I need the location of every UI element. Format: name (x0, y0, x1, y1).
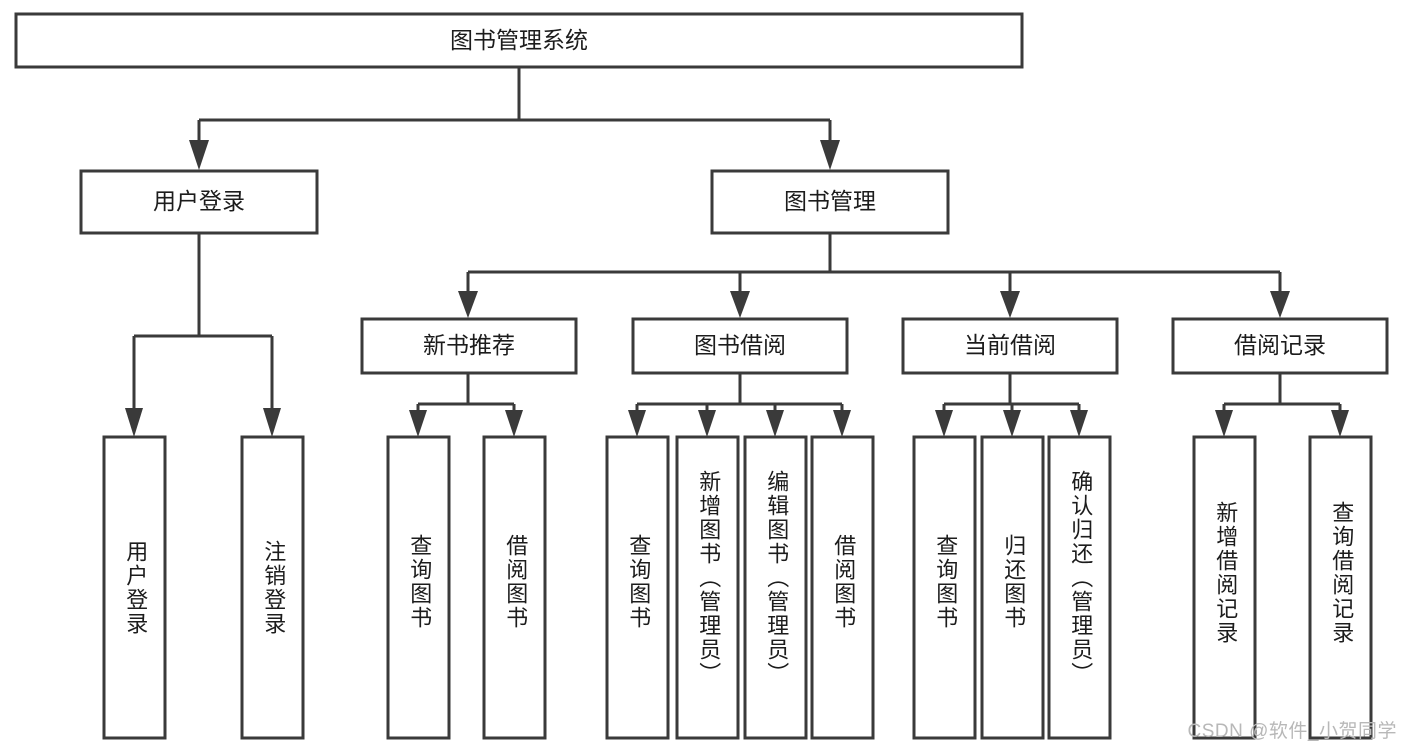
node-leaf-user-login-1-box[interactable] (102, 435, 167, 740)
node-leaf-borrow-record-1-box[interactable] (1192, 435, 1257, 740)
node-leaf-current-borrow-3-box[interactable] (1047, 435, 1112, 740)
arrow-head-borrow-record (1270, 291, 1290, 318)
node-leaf-book-borrow-4[interactable]: 借阅图书 (810, 435, 875, 740)
arrow-head-new-book-leaf-1 (409, 410, 427, 437)
node-book-manage[interactable]: 图书管理 (710, 169, 950, 235)
node-user-login[interactable]: 用户登录 (79, 169, 319, 235)
node-leaf-current-borrow-3-label: 确认归还（管理员） (1068, 470, 1093, 686)
node-new-book-recommend-box[interactable] (360, 317, 578, 375)
arrow-head-book-borrow-leaf-4 (833, 410, 851, 437)
node-leaf-user-login-1[interactable]: 用户登录 (102, 435, 167, 740)
node-book-manage-label: 图书管理 (784, 188, 876, 214)
node-leaf-book-borrow-3[interactable]: 编辑图书（管理员） (743, 435, 808, 740)
node-leaf-book-borrow-1[interactable]: 查询图书 (605, 435, 670, 740)
arrow-head-new-book-leaf-2 (505, 410, 523, 437)
node-leaf-borrow-record-1-label: 新增借阅记录 (1213, 501, 1238, 645)
arrow-head-book-borrow (730, 291, 750, 318)
node-book-borrow-box[interactable] (631, 317, 849, 375)
node-leaf-book-borrow-1-label: 查询图书 (626, 534, 651, 630)
node-leaf-new-book-2-label: 借阅图书 (503, 534, 528, 630)
node-leaf-borrow-record-2[interactable]: 查询借阅记录 (1308, 435, 1373, 740)
arrow-head-book-borrow-leaf-2 (698, 410, 716, 437)
node-leaf-book-borrow-4-label: 借阅图书 (831, 534, 856, 630)
node-borrow-record[interactable]: 借阅记录 (1171, 317, 1389, 375)
arrow-head-user-login (189, 140, 209, 170)
node-leaf-book-borrow-1-box[interactable] (605, 435, 670, 740)
node-leaf-borrow-record-2-label: 查询借阅记录 (1329, 501, 1354, 645)
node-leaf-new-book-2[interactable]: 借阅图书 (482, 435, 547, 740)
node-leaf-new-book-1-box[interactable] (386, 435, 451, 740)
node-leaf-current-borrow-1-box[interactable] (912, 435, 977, 740)
node-current-borrow-box[interactable] (901, 317, 1119, 375)
node-leaf-user-login-2-label: 注销登录 (261, 540, 286, 636)
arrow-head-borrow-record-leaf-1 (1215, 410, 1233, 437)
node-leaf-current-borrow-2-box[interactable] (980, 435, 1045, 740)
node-leaf-current-borrow-2-label: 归还图书 (1001, 534, 1026, 630)
node-leaf-book-borrow-2-box[interactable] (675, 435, 740, 740)
arrow-head-book-manage (820, 140, 840, 170)
connector-layer (125, 67, 1349, 437)
arrow-head-new-book (458, 291, 478, 318)
node-leaf-new-book-1-label: 查询图书 (407, 534, 432, 630)
node-root[interactable]: 图书管理系统 (14, 12, 1024, 69)
arrow-head-user-login-leaf-1 (125, 408, 143, 437)
node-new-book-recommend-label: 新书推荐 (423, 332, 515, 358)
node-leaf-current-borrow-3[interactable]: 确认归还（管理员） (1047, 435, 1112, 740)
arrow-head-user-login-leaf-2 (263, 408, 281, 437)
node-leaf-book-borrow-3-box[interactable] (743, 435, 808, 740)
node-leaf-borrow-record-2-box[interactable] (1308, 435, 1373, 740)
node-book-borrow-label: 图书借阅 (694, 332, 786, 358)
node-current-borrow[interactable]: 当前借阅 (901, 317, 1119, 375)
node-book-manage-box[interactable] (710, 169, 950, 235)
node-leaf-book-borrow-3-label: 编辑图书（管理员） (764, 470, 789, 686)
node-leaf-current-borrow-2[interactable]: 归还图书 (980, 435, 1045, 740)
arrow-head-current-borrow-leaf-1 (935, 410, 953, 437)
arrow-head-current-borrow-leaf-2 (1003, 410, 1021, 437)
node-leaf-new-book-2-box[interactable] (482, 435, 547, 740)
node-leaf-borrow-record-1[interactable]: 新增借阅记录 (1192, 435, 1257, 740)
node-leaf-user-login-2[interactable]: 注销登录 (240, 435, 305, 740)
node-root-box[interactable] (14, 12, 1024, 69)
node-new-book-recommend[interactable]: 新书推荐 (360, 317, 578, 375)
node-leaf-book-borrow-2[interactable]: 新增图书（管理员） (675, 435, 740, 740)
node-book-borrow[interactable]: 图书借阅 (631, 317, 849, 375)
node-current-borrow-label: 当前借阅 (964, 332, 1056, 358)
node-leaf-user-login-1-label: 用户登录 (123, 540, 148, 636)
node-leaf-book-borrow-4-box[interactable] (810, 435, 875, 740)
node-user-login-box[interactable] (79, 169, 319, 235)
node-leaf-current-borrow-1[interactable]: 查询图书 (912, 435, 977, 740)
node-user-login-label: 用户登录 (153, 188, 245, 214)
node-leaf-new-book-1[interactable]: 查询图书 (386, 435, 451, 740)
arrow-head-current-borrow (1000, 291, 1020, 318)
node-borrow-record-label: 借阅记录 (1234, 332, 1326, 358)
arrow-head-current-borrow-leaf-3 (1070, 410, 1088, 437)
arrow-head-book-borrow-leaf-1 (628, 410, 646, 437)
node-root-label: 图书管理系统 (450, 27, 588, 53)
node-leaf-current-borrow-1-label: 查询图书 (933, 534, 958, 630)
node-borrow-record-box[interactable] (1171, 317, 1389, 375)
node-leaf-book-borrow-2-label: 新增图书（管理员） (696, 470, 721, 686)
arrow-head-book-borrow-leaf-3 (766, 410, 784, 437)
node-leaf-user-login-2-box[interactable] (240, 435, 305, 740)
arrow-head-borrow-record-leaf-2 (1331, 410, 1349, 437)
